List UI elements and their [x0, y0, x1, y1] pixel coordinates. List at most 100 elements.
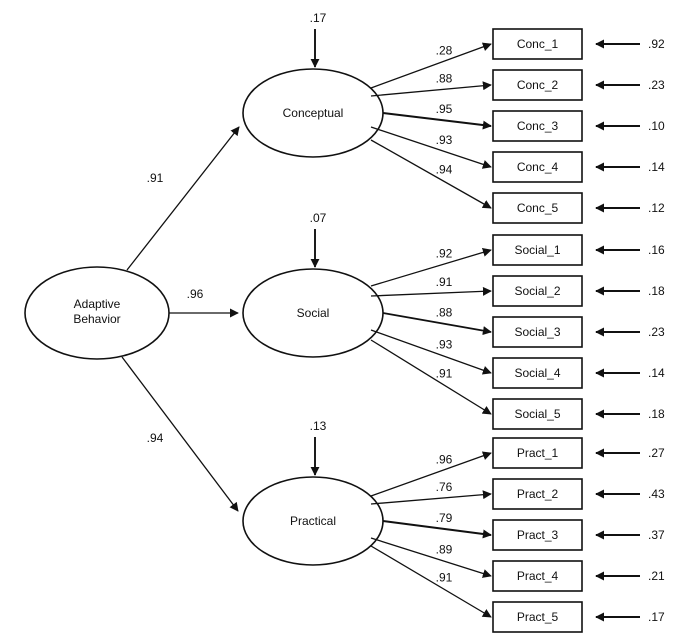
error-value-social-2: .18 [648, 284, 665, 298]
loading-pract-3: .79 [436, 511, 453, 525]
practical-label: Practical [290, 514, 336, 528]
path-conceptual-to-conc-1 [370, 42, 492, 89]
loading-social-1: .92 [436, 246, 453, 260]
loading-social-5: .91 [436, 366, 453, 380]
indicator-label-social-4: Social_4 [514, 366, 560, 380]
error-value-social-5: .18 [648, 407, 665, 421]
error-value-pract-5: .17 [648, 610, 665, 624]
indicator-label-pract-5: Pract_5 [517, 610, 559, 624]
loading-social-4: .93 [436, 338, 453, 352]
path-conceptual-to-conc-3 [382, 112, 492, 130]
path-practical-to-pract-1 [370, 451, 492, 497]
indicator-box-pract-3 [492, 519, 583, 551]
loading-conc-5: .94 [436, 163, 453, 177]
indicator-box-conc-1 [492, 28, 583, 60]
adaptive-behavior-node: Adaptive Behavior [24, 266, 170, 360]
conceptual-label: Conceptual [283, 106, 344, 120]
indicator-box-social-1 [492, 234, 583, 266]
loading-social-3: .88 [436, 306, 453, 320]
error-value-pract-3: .37 [648, 528, 665, 542]
loading-conc-2: .88 [436, 71, 453, 85]
loading-pract-1: .96 [436, 452, 453, 466]
loading-conc-1: .28 [436, 44, 453, 58]
social-label: Social [297, 306, 330, 320]
loading-adaptive-to-conceptual: .91 [147, 171, 164, 185]
indicator-label-conc-2: Conc_2 [517, 78, 559, 92]
error-value-conc-3: .10 [648, 119, 665, 133]
path-practical-to-pract-2 [370, 490, 492, 505]
loading-adaptive-to-practical: .94 [147, 431, 164, 445]
error-value-social-1: .16 [648, 243, 665, 257]
error-value-conc-5: .12 [648, 201, 665, 215]
indicator-box-pract-4 [492, 560, 583, 592]
indicator-label-conc-4: Conc_4 [517, 160, 559, 174]
indicator-label-pract-4: Pract_4 [517, 569, 559, 583]
loading-pract-2: .76 [436, 480, 453, 494]
loading-pract-5: .91 [436, 570, 453, 584]
loading-conc-3: .95 [436, 102, 453, 116]
error-value-social-3: .23 [648, 325, 665, 339]
adaptive-behavior-label-line-1: Adaptive [74, 297, 121, 311]
path-conceptual-to-conc-5 [370, 139, 492, 209]
indicator-box-conc-3 [492, 110, 583, 142]
indicator-label-social-1: Social_1 [514, 243, 560, 257]
indicator-box-social-2 [492, 275, 583, 307]
error-value-conc-1: .92 [648, 37, 665, 51]
error-value-conc-2: .23 [648, 78, 665, 92]
path-social-to-social-3 [382, 312, 492, 336]
indicator-label-conc-3: Conc_3 [517, 119, 559, 133]
indicator-box-pract-5 [492, 601, 583, 633]
error-value-pract-1: .27 [648, 446, 665, 460]
path-conceptual-to-conc-2 [370, 81, 492, 97]
indicator-box-pract-2 [492, 478, 583, 510]
indicator-label-social-5: Social_5 [514, 407, 560, 421]
path-adaptive-to-practical [121, 356, 239, 512]
path-practical-to-pract-4 [370, 537, 492, 578]
indicator-label-conc-5: Conc_5 [517, 201, 559, 215]
indicator-box-social-5 [492, 398, 583, 430]
error-value-pract-2: .43 [648, 487, 665, 501]
residual-value-practical: .13 [310, 419, 327, 433]
indicator-group-conc-1: .28 Conc_1 .92 [370, 28, 665, 89]
indicator-box-conc-2 [492, 69, 583, 101]
indicator-box-pract-1 [492, 437, 583, 469]
loading-social-2: .91 [436, 275, 453, 289]
residual-value-conceptual: .17 [310, 11, 327, 25]
indicator-box-social-4 [492, 357, 583, 389]
path-adaptive-to-conceptual [126, 126, 240, 271]
path-social-to-social-1 [370, 248, 492, 287]
indicator-label-social-2: Social_2 [514, 284, 560, 298]
path-social-to-social-2 [370, 286, 492, 297]
indicator-box-social-3 [492, 316, 583, 348]
loading-conc-4: .93 [436, 133, 453, 147]
indicator-label-conc-1: Conc_1 [517, 37, 559, 51]
indicator-label-pract-3: Pract_3 [517, 528, 559, 542]
path-practical-to-pract-3 [382, 520, 492, 539]
indicator-label-social-3: Social_3 [514, 325, 560, 339]
adaptive-behavior-label-line-2: Behavior [73, 312, 120, 326]
path-social-to-social-4 [370, 329, 492, 375]
indicator-group-social-1: .92 Social_1 .16 [370, 234, 665, 287]
path-social-to-social-5 [370, 339, 492, 415]
path-practical-to-pract-5 [370, 545, 492, 618]
loading-adaptive-to-social: .96 [187, 287, 204, 301]
error-value-social-4: .14 [648, 366, 665, 380]
residual-value-social: .07 [310, 211, 327, 225]
